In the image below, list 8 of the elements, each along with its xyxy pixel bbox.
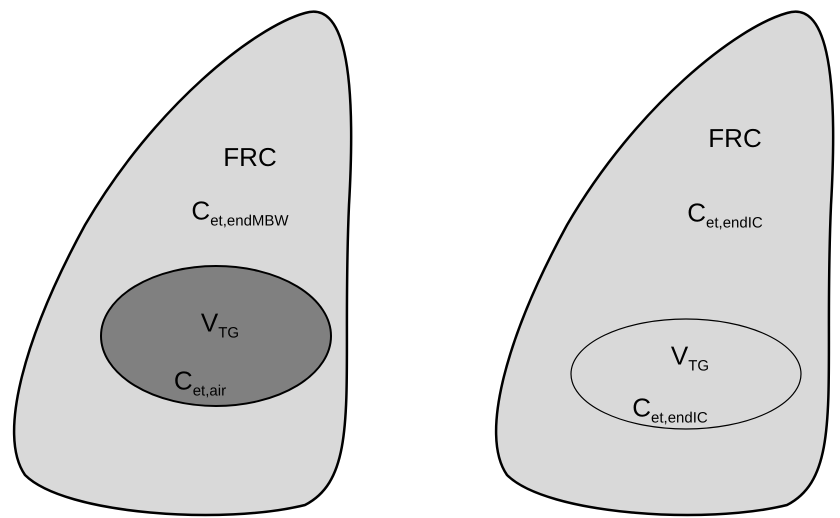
concentration-label: C$_{et,endMBW}$ — [191, 197, 289, 229]
concentration-label: C$_{et,endIC}$ — [632, 394, 708, 426]
concentration-label: C$_{et,endIC}$ — [687, 199, 763, 231]
concentration-label: C$_{et,air}$ — [174, 367, 226, 399]
volume-label: FRC — [708, 125, 762, 151]
volume-label: V$_{TG}$ — [200, 309, 240, 341]
volume-label: FRC — [223, 144, 277, 170]
volume-label: V$_{TG}$ — [670, 342, 710, 374]
